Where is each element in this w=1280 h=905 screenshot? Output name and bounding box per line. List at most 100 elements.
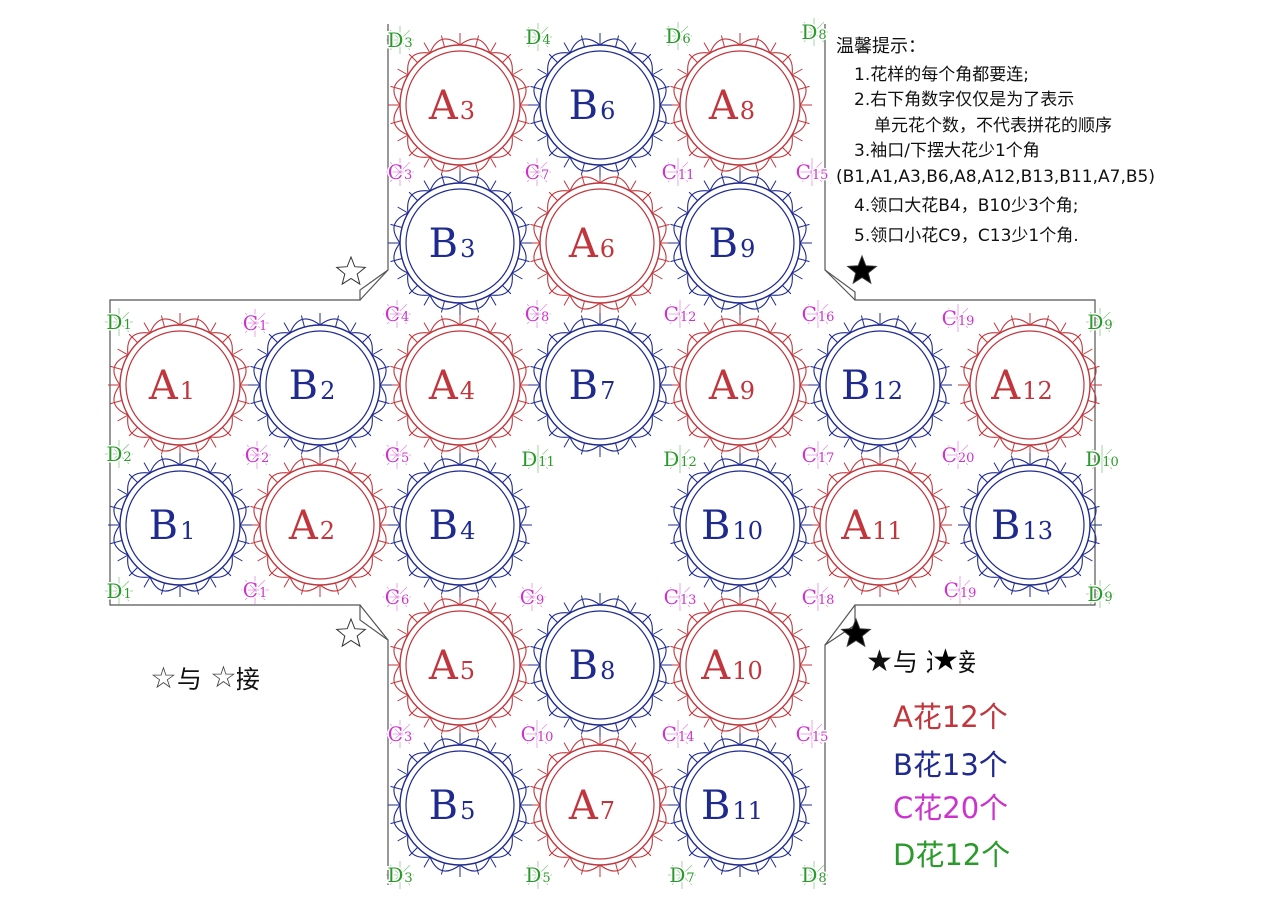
motif-petals — [813, 458, 947, 592]
motif-petals — [393, 458, 527, 592]
black-star-icon-2: ★ — [932, 643, 959, 678]
motif-a2: A2 — [248, 453, 392, 597]
small-motif-label: C3 — [388, 160, 413, 184]
motif-label: B9 — [709, 221, 756, 267]
motif-outer-circle — [399, 744, 521, 866]
motif-a1: A1 — [108, 313, 252, 457]
d-motif-d8: D8 — [800, 861, 828, 889]
small-motif-label: C16 — [802, 302, 835, 326]
small-motif-label: D8 — [801, 863, 826, 887]
white-star-join-note: ☆与 连接 — [150, 660, 260, 696]
motif-rays — [528, 733, 672, 877]
c-motif-c5: C5 — [383, 441, 411, 469]
c-motif-c13: C13 — [662, 583, 698, 611]
count-b: B花13个 — [893, 748, 1008, 782]
motif-inner-circle — [685, 610, 795, 720]
motif-outer-circle — [259, 464, 381, 586]
motif-label: B7 — [569, 363, 616, 409]
motif-outer-circle — [969, 464, 1091, 586]
d-motif-d3: D3 — [386, 861, 414, 889]
motif-inner-circle — [125, 330, 235, 440]
small-motif-label: C13 — [664, 585, 697, 609]
tip-5: 5.领口小花C9，C13少1个角. — [854, 225, 1079, 246]
d-motif-d8: D8 — [800, 18, 828, 46]
white-star-icon-top — [335, 255, 367, 286]
small-motif-rays — [523, 720, 551, 748]
motif-a3: A3 — [388, 33, 532, 177]
small-motif-label: D2 — [106, 442, 131, 466]
small-motif-rays — [386, 861, 414, 889]
motif-inner-circle — [405, 330, 515, 440]
motif-outer-circle — [539, 324, 661, 446]
c-motif-c14: C14 — [660, 720, 696, 748]
motif-petals — [673, 318, 807, 452]
motif-outer-circle — [259, 324, 381, 446]
motif-inner-circle — [545, 610, 655, 720]
motif-label: B8 — [569, 643, 616, 689]
motif-outer-circle — [819, 324, 941, 446]
motif-rays — [958, 313, 1102, 457]
motif-petals — [533, 318, 667, 452]
small-motif-rays — [1086, 308, 1114, 336]
tips-title: 温馨提示： — [836, 36, 926, 57]
join-markers — [335, 254, 878, 648]
count-a: A花12个 — [893, 700, 1008, 734]
motif-outer-circle — [679, 182, 801, 304]
motif-inner-circle — [685, 470, 795, 580]
motif-inner-circle — [405, 188, 515, 298]
motif-a12: A12 — [958, 313, 1102, 457]
motif-label: A9 — [708, 363, 755, 409]
motif-inner-circle — [405, 610, 515, 720]
c-motif-c11: C11 — [660, 158, 696, 186]
motif-label: B2 — [289, 363, 336, 409]
small-motif-label: C1 — [243, 311, 268, 335]
motif-petals — [813, 318, 947, 452]
c-motif-c8: C8 — [523, 300, 551, 328]
d-motif-d11: D11 — [520, 445, 556, 473]
motif-a7: A7 — [528, 733, 672, 877]
tip-2: 2.右下角数字仅仅是为了表示 — [854, 90, 1075, 110]
motif-b8: B8 — [528, 593, 672, 737]
motif-b1: B1 — [108, 453, 252, 597]
motif-petals — [533, 738, 667, 872]
motif-petals — [393, 38, 527, 172]
small-motif-label: C2 — [245, 443, 270, 467]
c-motif-c3: C3 — [386, 158, 414, 186]
motif-petals — [673, 176, 807, 310]
small-motif-rays — [386, 26, 414, 54]
motif-petals — [393, 318, 527, 452]
motif-rays — [958, 453, 1102, 597]
motif-a8: A8 — [668, 33, 812, 177]
small-motif-label: C1 — [243, 578, 268, 602]
motif-rays — [668, 593, 812, 737]
motif-inner-circle — [545, 330, 655, 440]
motif-outer-circle — [679, 324, 801, 446]
c-motif-c12: C12 — [662, 300, 698, 328]
black-star-icon: ★ — [866, 644, 893, 679]
tip-1: 1.花样的每个角都要连; — [854, 64, 1029, 85]
small-motif-rays — [944, 441, 972, 469]
c-motif-c18: C18 — [800, 583, 836, 611]
motif-label: B3 — [429, 221, 476, 267]
motif-label: B10 — [701, 503, 763, 549]
small-motif-label: D5 — [525, 863, 550, 887]
small-motif-label: D9 — [1087, 582, 1112, 606]
d-motif-d9: D9 — [1086, 308, 1114, 336]
motif-a9: A9 — [668, 313, 812, 457]
small-motif-rays — [243, 441, 271, 469]
small-motif-label: D1 — [106, 310, 131, 334]
motif-outer-circle — [399, 604, 521, 726]
c-motif-c9: C9 — [518, 583, 546, 611]
motif-rays — [808, 313, 952, 457]
small-motif-rays — [666, 583, 694, 611]
motif-petals — [393, 176, 527, 310]
motif-rays — [668, 313, 812, 457]
c-motif-c7: C7 — [523, 158, 551, 186]
motif-outer-circle — [399, 182, 521, 304]
small-motif-rays — [668, 861, 696, 889]
small-motif-rays — [664, 22, 692, 50]
motif-petals — [533, 176, 667, 310]
motif-rays — [808, 453, 952, 597]
motif-petals — [963, 318, 1097, 452]
